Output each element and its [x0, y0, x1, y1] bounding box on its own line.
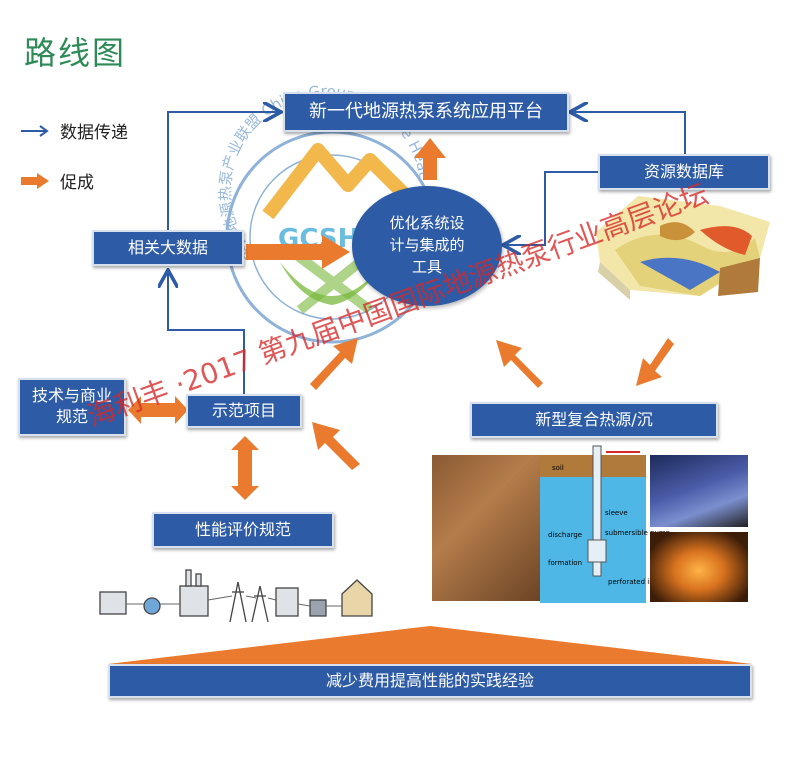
transformer-icon	[275, 587, 299, 617]
big-data-box: 相关大数据	[92, 230, 244, 266]
bottom-banner-box: 减少费用提高性能的实践经验	[108, 664, 752, 698]
design-tool-label-2: 计与集成的	[389, 236, 465, 255]
blue-arrow-icon	[21, 124, 49, 137]
resource-db-box: 资源数据库	[598, 154, 770, 190]
well-label-sleeve: sleeve	[605, 509, 628, 517]
well-label-formation: formation	[548, 559, 582, 567]
tech-spec-label-2: 规范	[55, 407, 88, 426]
orange-promote-arrows	[108, 138, 752, 664]
power-tower-icon-1	[229, 581, 247, 623]
home-icon	[341, 579, 373, 617]
demo-project-box: 示范项目	[186, 394, 302, 428]
meter-icon	[309, 599, 327, 617]
blue-data-arrows	[168, 112, 686, 396]
tunnel-photo	[650, 532, 748, 602]
page-title: 路线图	[24, 34, 127, 72]
rock-photo-1	[432, 455, 540, 601]
legend-promote: 促成	[20, 168, 94, 193]
well-label-pump: submersible pump	[605, 529, 671, 537]
orange-arrow-icon	[21, 172, 49, 189]
well-label-intake: perforated intake	[608, 578, 669, 586]
legend-label-promote: 促成	[60, 173, 94, 193]
pipe-photo	[650, 455, 748, 527]
power-tower-icon-2	[251, 585, 269, 623]
tech-spec-box: 技术与商业 规范	[18, 378, 126, 436]
platform-box: 新一代地源热泵系统应用平台	[283, 92, 569, 132]
tech-spec-label-1: 技术与商业	[31, 386, 112, 406]
legend-data-transfer: 数据传递	[20, 118, 128, 143]
design-tool-label-1: 优化系统设	[389, 214, 465, 233]
well-label-discharge: discharge	[548, 531, 582, 539]
water-tap-icon	[143, 597, 161, 615]
new-source-box: 新型复合热源/沉	[470, 402, 718, 438]
legend-label-data-transfer: 数据传递	[60, 123, 128, 143]
design-tool-label-3: 工具	[411, 257, 442, 276]
factory-icon	[179, 585, 209, 617]
well-label-soil: soil	[552, 464, 564, 472]
design-tool-node: 优化系统设 计与集成的 工具	[352, 186, 502, 306]
perf-spec-box: 性能评价规范	[152, 512, 334, 548]
house-unit-icon	[99, 591, 127, 615]
